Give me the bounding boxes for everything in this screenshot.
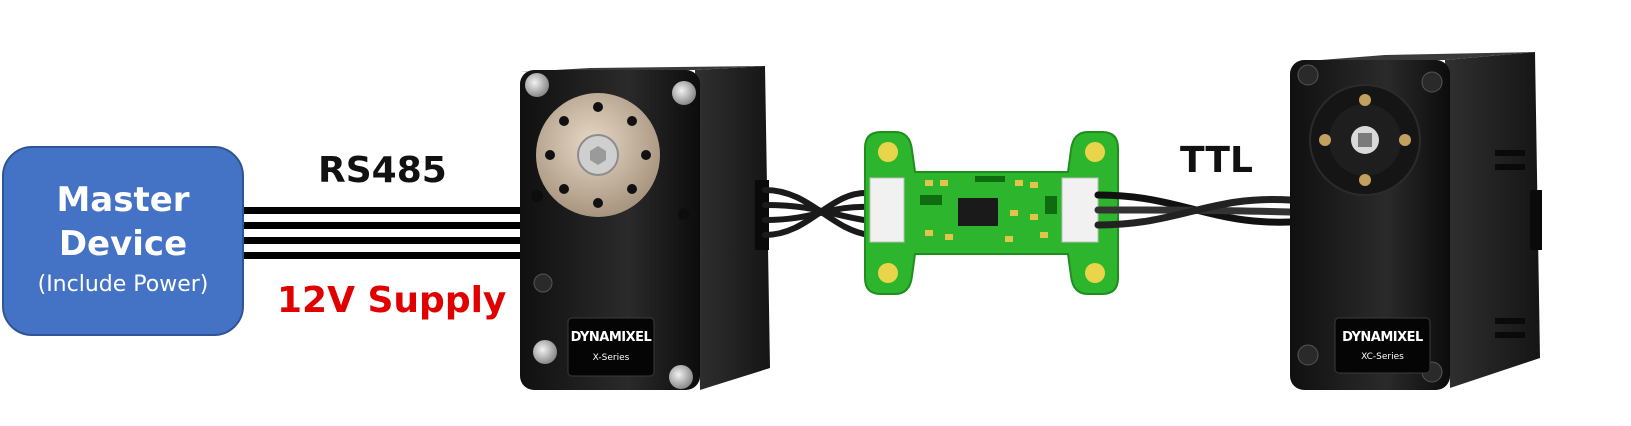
servo-right-series: XC-Series (1361, 352, 1404, 362)
power-supply-label: 12V Supply (277, 280, 507, 321)
servo-x-series (520, 66, 770, 390)
master-title-line2: Device (58, 224, 188, 264)
converter-board (864, 131, 1119, 295)
rs485-label: RS485 (318, 150, 447, 191)
master-device-box: Master Device (Include Power) (2, 146, 244, 336)
master-device-title: Master Device (4, 178, 242, 266)
servo-right-brand: DYNAMIXEL (1342, 330, 1423, 345)
ttl-cable-left (762, 187, 873, 238)
ttl-cable-right (1094, 191, 1294, 229)
ttl-label: TTL (1180, 140, 1253, 181)
master-device-subtitle: (Include Power) (37, 272, 209, 297)
servo-left-series: X-Series (592, 353, 630, 363)
servo-xc-series (1290, 52, 1542, 390)
rs485-cable (244, 207, 529, 259)
servo-left-brand: DYNAMIXEL (570, 330, 652, 345)
master-title-line1: Master (56, 180, 190, 220)
